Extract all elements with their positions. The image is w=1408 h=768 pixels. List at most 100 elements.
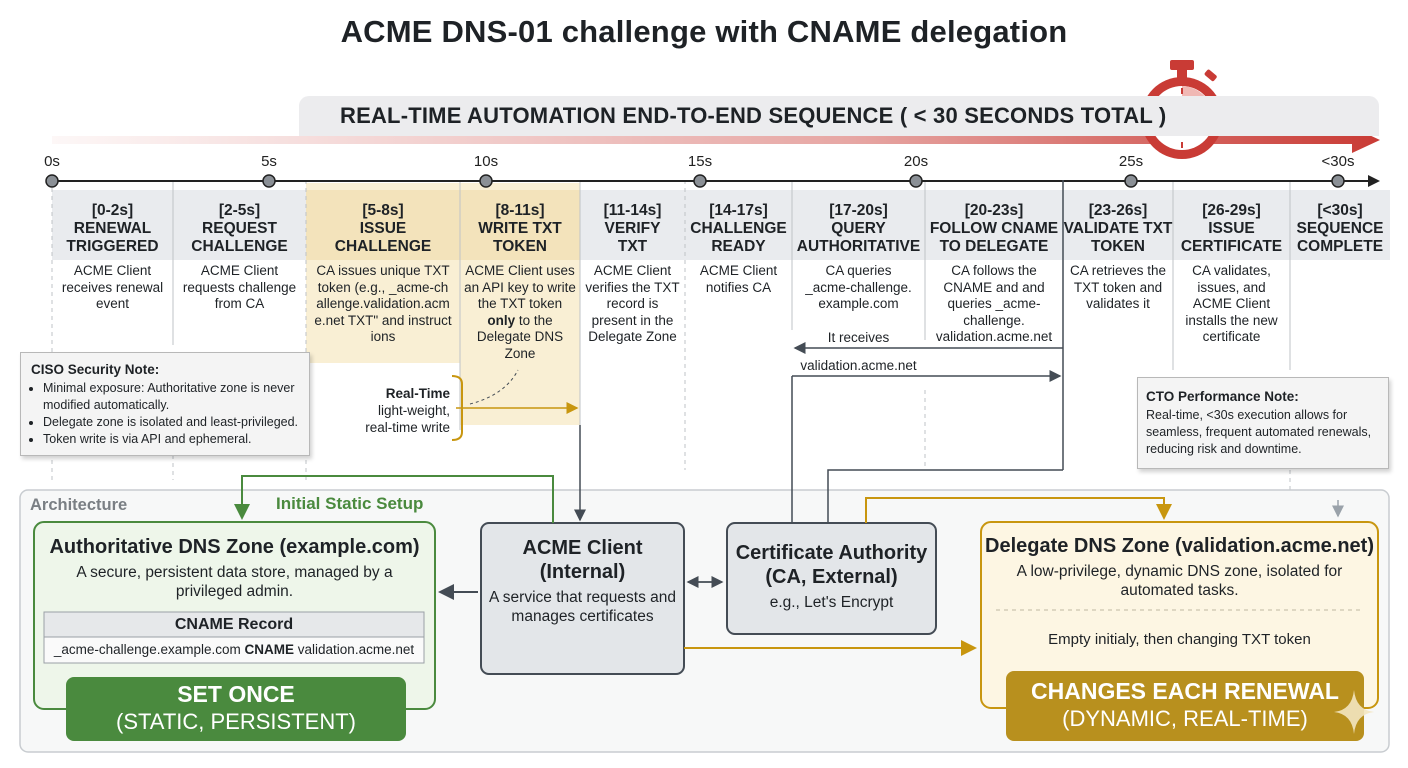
stage-desc: ACME Client uses an API key to write the…	[464, 263, 576, 362]
stage-name: ISSUE CERTIFICATE	[1180, 220, 1283, 255]
realtime-title: Real-Time	[385, 386, 450, 401]
stage-desc: CA issues unique TXT token (e.g., _acme-…	[314, 263, 452, 344]
timeline-flow-arrows	[451, 180, 1064, 470]
acme-client-title: ACME Client (Internal)	[522, 537, 643, 583]
stage-name: FOLLOW CNAME TO DELEGATE	[929, 220, 1059, 255]
stage-challenge-ready: [14-17s] CHALLENGE READY ACME Client not…	[685, 202, 792, 296]
stage-range: [17-20s]	[829, 202, 888, 219]
delegate-zone-desc: A low-privilege, dynamic DNS zone, isola…	[1016, 563, 1343, 599]
stage-sequence-complete: [<30s] SEQUENCE COMPLETE	[1290, 202, 1390, 256]
set-once-badge-sub: (STATIC, PERSISTENT)	[116, 709, 356, 734]
tick-label: 15s	[687, 153, 713, 170]
stage-name: RENEWAL TRIGGERED	[66, 220, 159, 255]
stage-query-authoritative: [17-20s] QUERY AUTHORITATIVE CA queries …	[792, 202, 925, 313]
stage-range: [11-14s]	[603, 202, 662, 219]
cname-record-name: _acme-challenge.example.com	[53, 642, 241, 657]
auth-zone-desc: A secure, persistent data store, managed…	[76, 564, 393, 600]
tick-label: 20s	[903, 153, 929, 170]
realtime-line: light-weight,	[377, 403, 450, 418]
arrow-label-validation: validation.acme.net	[800, 358, 917, 373]
stage-range: [2-5s]	[218, 202, 261, 219]
acme-client-frame	[480, 522, 685, 675]
tick-label: 25s	[1118, 153, 1144, 170]
architecture-arrows	[234, 376, 1344, 656]
delegate-zone-content: Empty initialy, then changing TXT token	[1048, 631, 1311, 648]
stage-desc: ACME Client receives renewal event	[61, 263, 164, 311]
progress-arrow	[52, 127, 1380, 153]
stage-verify-txt: [11-14s] VERIFY TXT ACME Client verifies…	[580, 202, 685, 346]
tick-label: <30s	[1321, 153, 1355, 170]
stage-name: REQUEST CHALLENGE	[191, 220, 288, 255]
stage-range: [<30s]	[1317, 202, 1363, 219]
stage-desc: CA retrieves the TXT token and validates…	[1069, 263, 1167, 311]
tick-label: 5s	[261, 153, 277, 170]
stage-shading	[52, 183, 1390, 425]
changes-badge-bg	[1006, 671, 1364, 741]
stage-range: [20-23s]	[964, 202, 1024, 219]
ca-title: Certificate Authority (CA, External)	[735, 542, 928, 588]
cname-record-type: CNAME	[244, 642, 295, 657]
ciso-note-item: Minimal exposure: Authoritative zone is …	[43, 380, 309, 414]
stage-issue-challenge: [5-8s] ISSUE CHALLENGE CA issues unique …	[306, 202, 460, 346]
stage-name: WRITE TXT TOKEN	[478, 220, 562, 255]
stage-range: [5-8s]	[362, 202, 404, 219]
changes-badge: CHANGES EACH RENEWAL	[1031, 678, 1339, 704]
sparkle-icon	[1334, 690, 1374, 734]
stage-name: VERIFY TXT	[604, 220, 661, 255]
stage-name: CHALLENGE READY	[690, 220, 787, 255]
ca-frame	[726, 522, 937, 635]
ciso-note-list: Minimal exposure: Authoritative zone is …	[31, 380, 309, 448]
stage-name: ISSUE CHALLENGE	[334, 220, 432, 255]
stage-name: VALIDATE TXT TOKEN	[1063, 220, 1173, 255]
stage-desc-emphasis: only	[487, 312, 516, 328]
cname-record-target: validation.acme.net	[297, 642, 415, 657]
stage-desc: ACME Client requests challenge from CA	[182, 263, 297, 311]
static-setup-label: Initial Static Setup	[276, 494, 424, 513]
cto-note-title: CTO Performance Note:	[1146, 389, 1299, 404]
stage-range: [0-2s]	[91, 202, 134, 219]
realtime-note: Real-Time light-weight, real-time write	[340, 385, 450, 436]
set-once-badge-bg	[66, 677, 406, 741]
set-once-badge: SET ONCE	[177, 681, 295, 707]
architecture-label: Architecture	[30, 496, 128, 514]
cto-note-text: Real-time, <30s execution allows for sea…	[1146, 408, 1372, 456]
ciso-note-item: Delegate zone is isolated and least-priv…	[43, 414, 309, 431]
ciso-note-title: CISO Security Note:	[31, 362, 160, 377]
stage-write-txt-token: [8-11s] WRITE TXT TOKEN ACME Client uses…	[460, 202, 580, 362]
stage-desc-part: ACME Client uses an API key to write the…	[464, 263, 576, 311]
stage-issue-certificate: [26-29s] ISSUE CERTIFICATE CA validates,…	[1173, 202, 1290, 346]
auth-zone-title: Authoritative DNS Zone (example.com)	[49, 536, 420, 558]
cname-record-title: CNAME Record	[174, 616, 294, 633]
realtime-line: real-time write	[365, 420, 450, 435]
stage-desc: CA validates, issues, and ACME Client in…	[1185, 263, 1278, 344]
stage-desc: ACME Client verifies the TXT record is p…	[585, 263, 680, 344]
tick-label: 10s	[473, 153, 499, 170]
arrow-label-receives: It receives	[827, 330, 890, 345]
tick-label: 0s	[44, 153, 60, 170]
timeline-axis	[45, 174, 1380, 188]
sequence-banner	[299, 96, 1379, 136]
stage-name: QUERY AUTHORITATIVE	[796, 220, 921, 255]
stage-renewal-triggered: [0-2s] RENEWAL TRIGGERED ACME Client rec…	[52, 202, 173, 313]
ciso-security-note: CISO Security Note: Minimal exposure: Au…	[20, 352, 310, 456]
stage-validate-txt: [23-26s] VALIDATE TXT TOKEN CA retrieves…	[1063, 202, 1173, 313]
stage-desc: CA queries _acme-challenge. example.com	[805, 263, 912, 311]
stage-range: [14-17s]	[709, 202, 768, 219]
stage-request-challenge: [2-5s] REQUEST CHALLENGE ACME Client req…	[173, 202, 306, 313]
stage-range: [26-29s]	[1202, 202, 1261, 219]
diagram-title: ACME DNS-01 challenge with CNAME delegat…	[340, 14, 1068, 49]
sequence-banner-text: REAL-TIME AUTOMATION END-TO-END SEQUENCE…	[340, 103, 1167, 128]
changes-badge-sub: (DYNAMIC, REAL-TIME)	[1062, 706, 1308, 731]
stage-range: [23-26s]	[1088, 202, 1148, 219]
stage-range: [8-11s]	[495, 202, 545, 219]
stage-desc: CA follows the CNAME and and queries _ac…	[935, 263, 1053, 344]
ciso-note-item: Token write is via API and ephemeral.	[43, 431, 309, 448]
stage-name: SEQUENCE COMPLETE	[1296, 220, 1384, 255]
stage-desc-part: to the Delegate DNS Zone	[476, 312, 564, 361]
ca-desc: e.g., Let's Encrypt	[769, 594, 894, 611]
cto-performance-note: CTO Performance Note: Real-time, <30s ex…	[1137, 377, 1389, 469]
stage-follow-cname: [20-23s] FOLLOW CNAME TO DELEGATE CA fol…	[925, 202, 1063, 346]
stage-desc: ACME Client notifies CA	[699, 263, 778, 295]
delegate-zone-title: Delegate DNS Zone (validation.acme.net)	[985, 535, 1374, 557]
